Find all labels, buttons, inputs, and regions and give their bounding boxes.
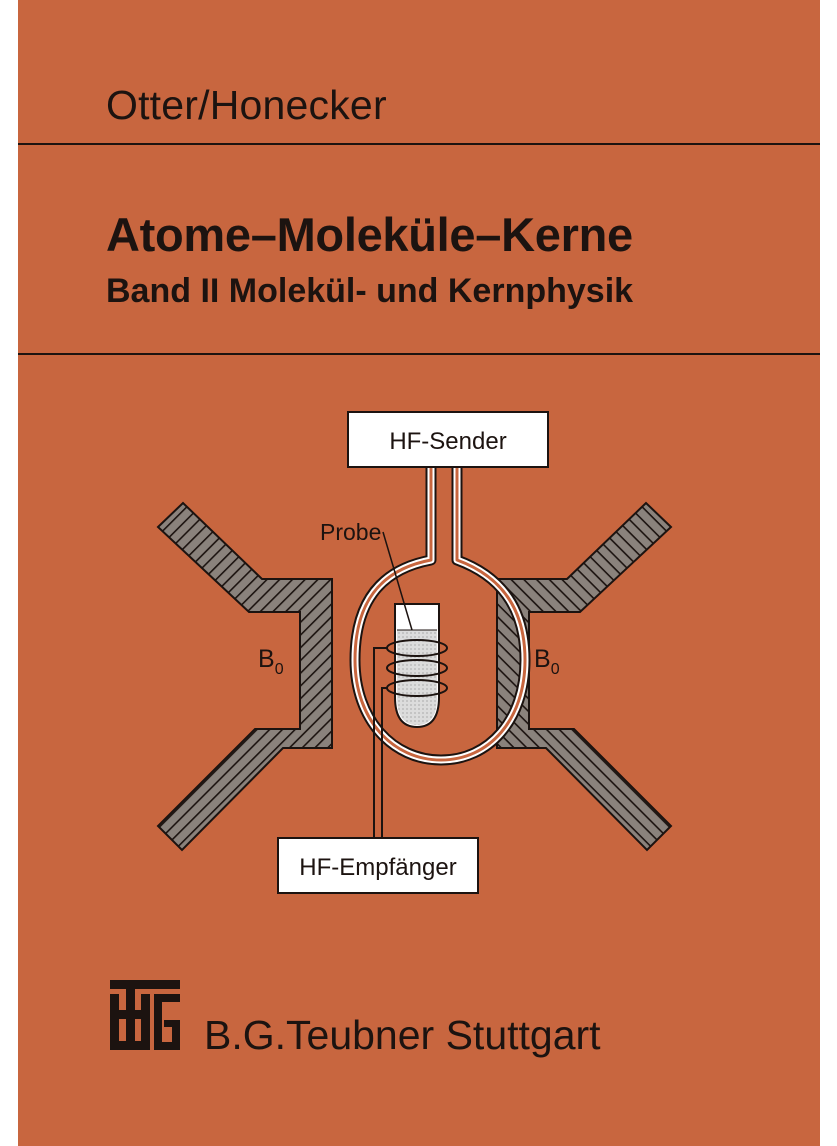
hf-sender-box: [347, 411, 549, 468]
sample-liquid: [397, 630, 437, 725]
nmr-setup-diagram: B0 B0 HF-Sender Probe HF-Empfänger: [156, 411, 673, 894]
receiver-lead-inner: [381, 687, 387, 838]
hf-receiver-box: [277, 837, 479, 894]
probe-pointer: [382, 531, 413, 631]
author-names: Otter/Honecker: [106, 82, 387, 128]
right-field-label: B0: [534, 645, 560, 678]
teubner-logo-icon: [110, 980, 180, 1050]
hf-receiver-label: HF-Empfänger: [299, 854, 456, 881]
top-rule: [18, 143, 820, 145]
left-field-label: B0: [258, 645, 284, 678]
probe-label: Probe: [320, 519, 381, 545]
left-magnet-pole: [156, 501, 333, 852]
right-magnet-pole: [496, 501, 673, 852]
book-title: Atome–Moleküle–Kerne: [106, 208, 633, 261]
book-cover: Otter/Honecker Atome–Moleküle–Kerne Band…: [18, 0, 820, 1146]
hf-sender-label: HF-Sender: [389, 428, 506, 455]
bottom-rule: [18, 353, 820, 355]
publisher-name: B.G.Teubner Stuttgart: [204, 1012, 601, 1058]
receiver-lead-outer: [373, 647, 387, 838]
book-subtitle: Band II Molekül- und Kernphysik: [106, 272, 634, 310]
